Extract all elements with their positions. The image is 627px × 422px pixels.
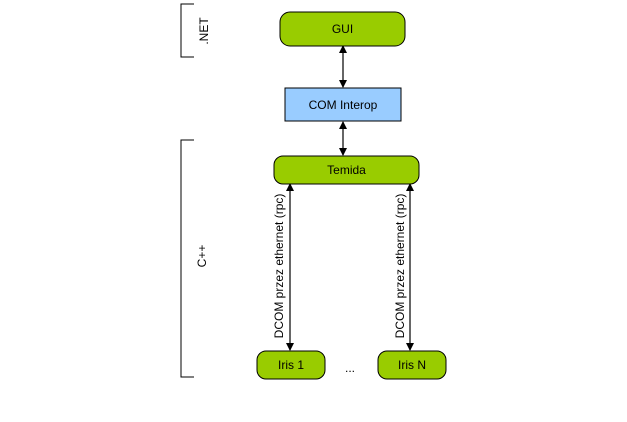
cpp-layer-bracket xyxy=(180,139,194,378)
gui-node-label: GUI xyxy=(332,22,353,36)
com-interop-node-label: COM Interop xyxy=(309,98,378,112)
iris1-node: Iris 1 xyxy=(256,350,326,380)
irisn-node: Iris N xyxy=(377,350,447,380)
dcom-right-label: DCOM przez ethernet (rpc) xyxy=(393,194,407,339)
dotnet-layer-bracket xyxy=(180,3,194,58)
irisn-node-label: Iris N xyxy=(398,358,426,372)
com-interop-node: COM Interop xyxy=(284,87,402,122)
temida-node-label: Temida xyxy=(327,163,366,177)
temida-node: Temida xyxy=(273,155,420,185)
gui-node: GUI xyxy=(279,11,406,47)
more-nodes-ellipsis: ... xyxy=(345,361,355,375)
dcom-left-label: DCOM przez ethernet (rpc) xyxy=(272,194,286,339)
iris1-node-label: Iris 1 xyxy=(278,358,304,372)
cpp-layer-label: C++ xyxy=(195,245,209,268)
dotnet-layer-label: .NET xyxy=(197,17,211,45)
